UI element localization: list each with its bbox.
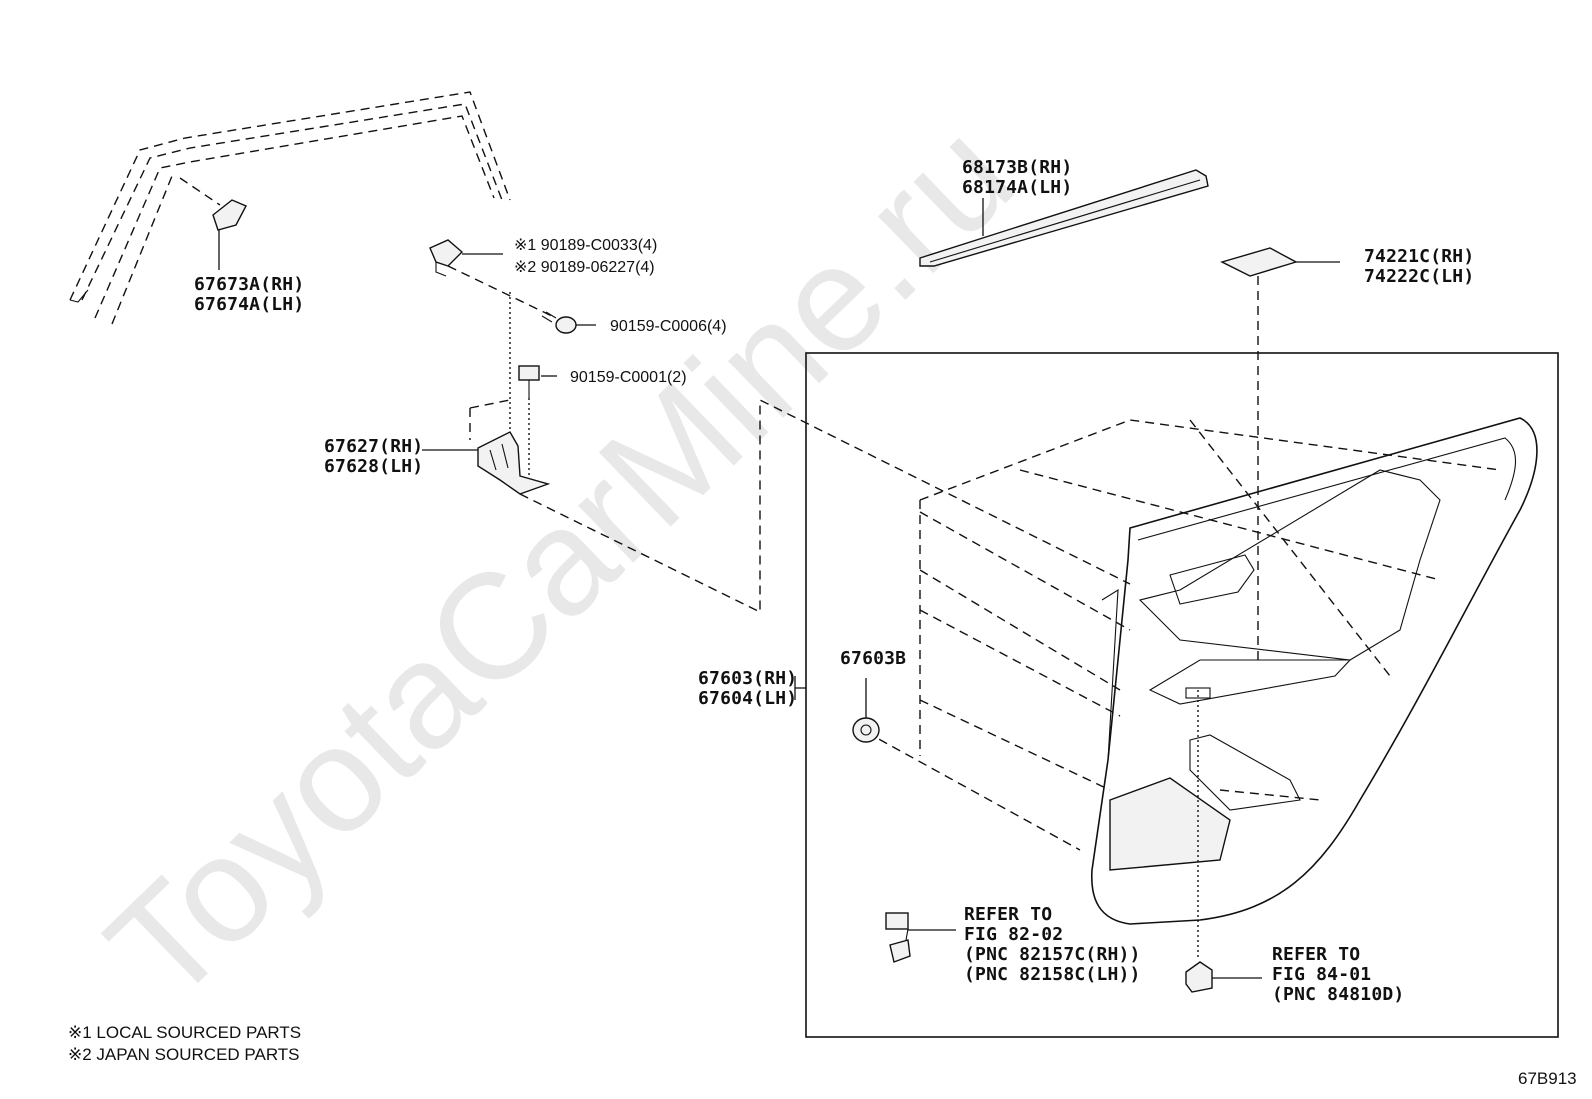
label-90189-japan: ※2 90189-06227(4) <box>514 259 655 276</box>
watermark: ToyotaCarMine.ru <box>76 90 1044 1033</box>
diagram-id: 67B913 <box>1518 1069 1577 1088</box>
label-68173: 68173B(RH) 68174A(LH) <box>962 157 1072 198</box>
ref82-line2: FIG 82-02 <box>964 924 1063 945</box>
label-67604-lh: 67604(LH) <box>698 688 797 709</box>
note-japan-sourced: ※2 JAPAN SOURCED PARTS <box>68 1045 300 1064</box>
label-67628-lh: 67628(LH) <box>324 456 423 477</box>
ref82-line3: (PNC 82157C(RH)) <box>964 944 1141 965</box>
part-67603B-clip[interactable] <box>852 678 880 743</box>
ref-84-connector[interactable] <box>1185 961 1262 993</box>
label-67603B: 67603B <box>840 648 906 669</box>
ref84-line1: REFER TO <box>1272 944 1360 965</box>
label-74222C-lh: 74222C(LH) <box>1364 266 1474 287</box>
label-90189: ※1 90189-C0033(4) ※2 90189-06227(4) <box>514 237 657 276</box>
label-67603-rh: 67603(RH) <box>698 668 797 689</box>
label-68174A-lh: 68174A(LH) <box>962 177 1072 198</box>
label-90159-C0001: 90159-C0001(2) <box>570 369 687 386</box>
label-90189-local: ※1 90189-C0033(4) <box>514 237 657 254</box>
part-67603-door-trim-panel[interactable] <box>1090 417 1538 925</box>
label-67627-rh: 67627(RH) <box>324 436 423 457</box>
label-ref-84: REFER TO FIG 84-01 (PNC 84810D) <box>1272 944 1404 1005</box>
window-frame <box>69 91 511 325</box>
sourcing-notes: ※1 LOCAL SOURCED PARTS ※2 JAPAN SOURCED … <box>68 1023 301 1064</box>
part-74221-pad[interactable] <box>1220 247 1340 660</box>
label-ref-82: REFER TO FIG 82-02 (PNC 82157C(RH)) (PNC… <box>964 904 1141 985</box>
part-90159-C0006-bolt[interactable] <box>541 311 596 334</box>
part-68173-belt-molding[interactable] <box>919 169 1209 267</box>
ref84-line3: (PNC 84810D) <box>1272 984 1404 1005</box>
label-67673: 67673A(RH) 67674A(LH) <box>194 274 304 315</box>
ref-82-switch[interactable] <box>885 912 956 963</box>
ref82-line4: (PNC 82158C(LH)) <box>964 964 1141 985</box>
ref82-line1: REFER TO <box>964 904 1052 925</box>
ref84-line2: FIG 84-01 <box>1272 964 1371 985</box>
label-90159-C0006: 90159-C0006(4) <box>610 318 727 335</box>
label-68173B-rh: 68173B(RH) <box>962 157 1072 178</box>
label-67603: 67603(RH) 67604(LH) <box>698 668 797 709</box>
label-67674-lh: 67674A(LH) <box>194 294 304 315</box>
part-90159-C0001-bolt[interactable] <box>518 365 557 398</box>
part-67673-clip[interactable] <box>179 177 247 270</box>
part-67627-bracket[interactable] <box>422 431 551 495</box>
part-90189-clip[interactable] <box>429 239 557 319</box>
label-74221C-rh: 74221C(RH) <box>1364 246 1474 267</box>
trim-board-box <box>805 352 1559 1038</box>
label-74221: 74221C(RH) 74222C(LH) <box>1364 246 1474 287</box>
label-67673-rh: 67673A(RH) <box>194 274 304 295</box>
note-local-sourced: ※1 LOCAL SOURCED PARTS <box>68 1023 301 1042</box>
label-67627: 67627(RH) 67628(LH) <box>324 436 423 477</box>
